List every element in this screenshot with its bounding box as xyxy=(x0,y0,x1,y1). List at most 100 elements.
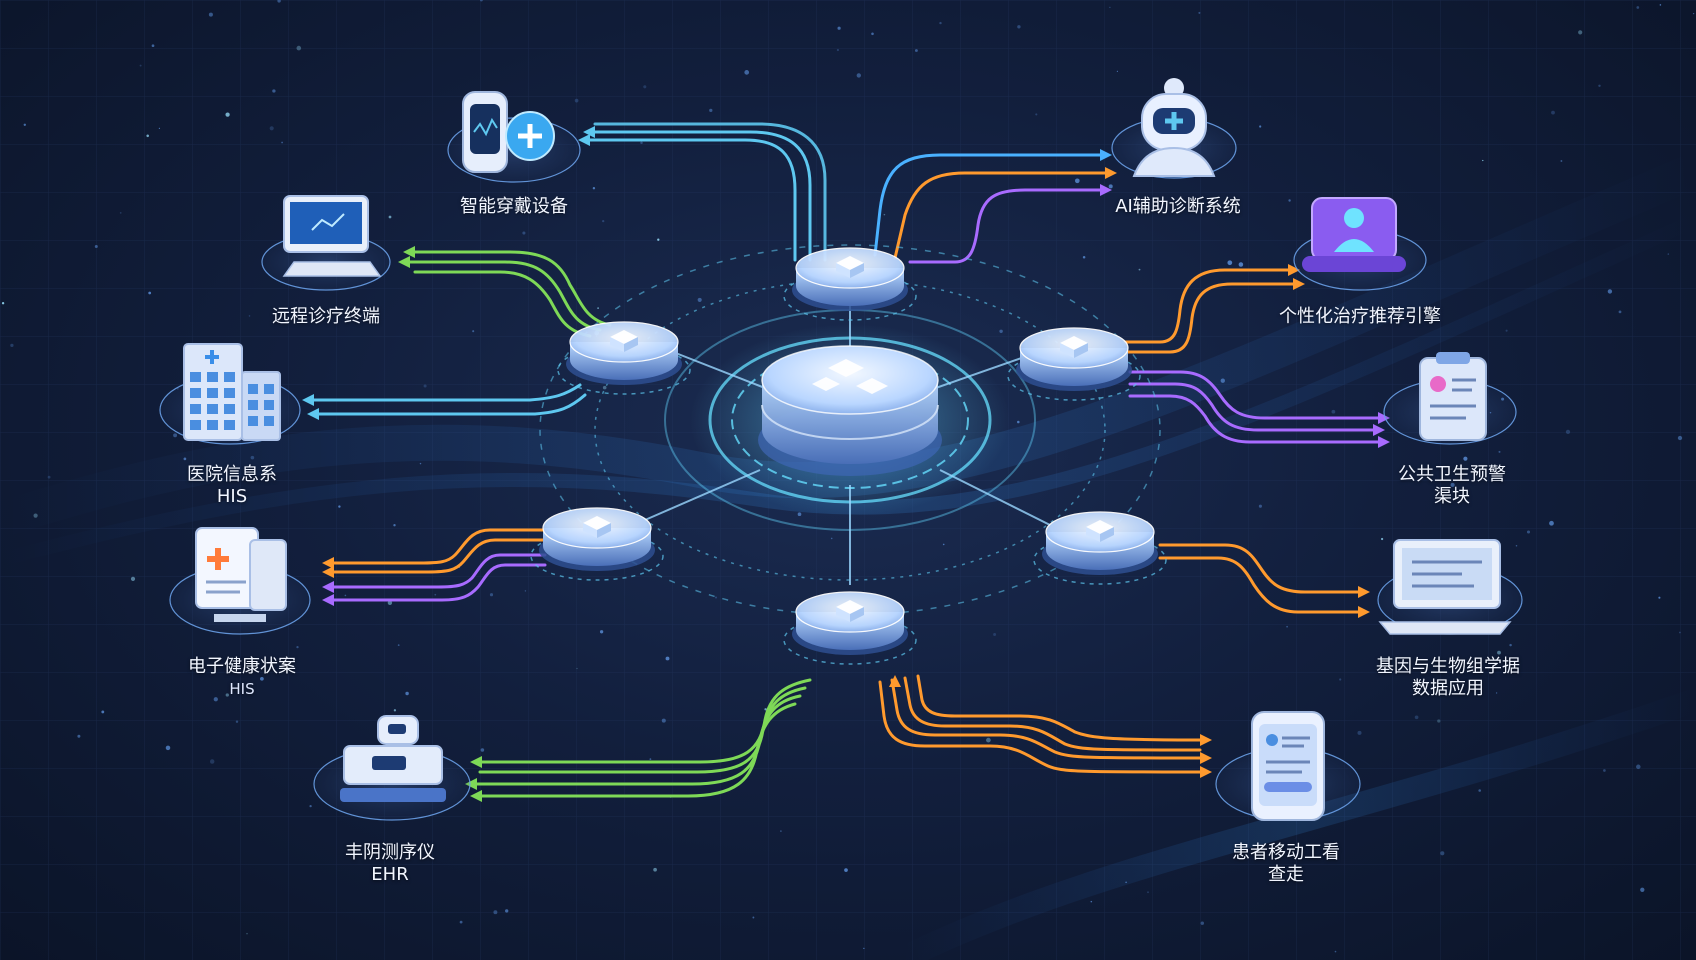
star-particle xyxy=(1636,6,1640,9)
arrows-genomics xyxy=(1358,586,1370,618)
star-particle xyxy=(1380,537,1384,541)
star-particle xyxy=(393,524,396,527)
star-particle xyxy=(77,734,81,738)
star-particle xyxy=(296,45,302,51)
satellite-upper-right xyxy=(1007,327,1141,401)
connections xyxy=(302,122,1390,802)
star-particle xyxy=(101,710,105,714)
hub-spokes xyxy=(644,300,1051,585)
star-particle xyxy=(33,513,38,518)
link-monitor-device xyxy=(473,678,812,798)
star-particle xyxy=(653,867,657,872)
star-particle xyxy=(1603,769,1606,772)
star-particle xyxy=(1658,596,1661,599)
star-particle xyxy=(1220,378,1225,383)
cube-icon xyxy=(1086,520,1114,542)
label-his: 医院信息系 HIS xyxy=(187,464,277,507)
star-particle xyxy=(844,868,848,872)
arrows-monitor-device xyxy=(465,756,482,802)
cube-icon xyxy=(836,600,864,622)
link-ai-diagnosis xyxy=(873,153,1107,264)
star-particle xyxy=(599,630,604,634)
star-particle xyxy=(1565,429,1571,435)
star-particle xyxy=(1505,329,1508,332)
star-particle xyxy=(640,141,643,145)
arrows-patient-app xyxy=(889,675,1212,778)
star-particle xyxy=(1082,255,1086,259)
star-particle xyxy=(1659,4,1662,6)
star-particle xyxy=(248,315,251,317)
star-particle xyxy=(130,576,136,582)
cube-icon xyxy=(583,516,611,538)
arrows-ehr xyxy=(322,557,334,606)
star-particle xyxy=(1498,450,1501,453)
label-wearable: 智能穿戴设备 xyxy=(460,196,568,217)
star-particle xyxy=(1259,125,1262,128)
star-particle xyxy=(1636,764,1641,770)
star-particle xyxy=(173,433,178,438)
star-particle xyxy=(419,462,422,465)
star-particle xyxy=(830,537,833,540)
label-public-health: 公共卫生预警 渠块 xyxy=(1398,464,1506,507)
robot-doctor-icon xyxy=(1111,78,1237,179)
label-personalized-engine: 个性化治疗推荐引擎 xyxy=(1279,306,1441,327)
star-particle xyxy=(1450,482,1455,487)
star-particle xyxy=(752,916,755,919)
star-particle xyxy=(47,475,51,479)
link-his xyxy=(308,383,587,416)
star-particle xyxy=(1551,110,1555,115)
medical-record-icon xyxy=(169,527,311,635)
star-particle xyxy=(1109,6,1111,9)
star-particle xyxy=(709,108,713,113)
star-particle xyxy=(1090,900,1093,903)
label-remote-terminal: 远程诊疗终端 xyxy=(272,306,380,327)
star-particle xyxy=(1482,159,1484,162)
star-particle xyxy=(602,219,605,223)
label-patient-app: 患者移动工看 查走 xyxy=(1232,842,1340,885)
star-particle xyxy=(1509,643,1512,647)
star-particle xyxy=(797,512,802,517)
person-screen-icon xyxy=(1293,197,1427,291)
satellite-top xyxy=(783,247,917,321)
star-particle xyxy=(1667,253,1670,255)
star-particle xyxy=(158,127,161,130)
satellite-upper-left xyxy=(557,321,691,395)
star-particle xyxy=(338,505,341,508)
star-particle xyxy=(423,384,427,388)
star-particle xyxy=(1286,625,1288,628)
star-particle xyxy=(661,718,666,723)
arrows-wearable xyxy=(578,126,595,146)
star-particle xyxy=(856,73,861,78)
star-particle xyxy=(388,215,392,219)
star-particle xyxy=(272,89,276,93)
star-particle xyxy=(1497,650,1501,655)
star-particle xyxy=(1200,921,1205,925)
star-particle xyxy=(1463,456,1468,461)
star-particle xyxy=(208,12,213,17)
star-particle xyxy=(489,593,494,597)
star-particle xyxy=(23,123,26,126)
star-particle xyxy=(1679,631,1681,634)
star-particle xyxy=(780,830,782,832)
star-particle xyxy=(260,676,264,681)
star-particle xyxy=(1238,262,1244,267)
star-particle xyxy=(459,920,463,924)
star-particle xyxy=(1125,881,1127,884)
star-particle xyxy=(209,759,215,764)
star-particle xyxy=(1598,84,1601,88)
star-particle xyxy=(1108,184,1113,189)
star-particle xyxy=(1017,420,1020,424)
star-particle xyxy=(1478,789,1481,792)
label-monitor-device: 丰阴测序仪 EHR xyxy=(345,842,435,885)
link-wearable xyxy=(583,122,827,262)
star-particle xyxy=(942,543,945,546)
cube-icon xyxy=(610,330,638,352)
star-particle xyxy=(1017,25,1021,29)
satellite-nodes xyxy=(530,247,1167,665)
star-particle xyxy=(1692,12,1695,15)
star-particle xyxy=(296,645,299,649)
star-particle xyxy=(146,134,149,138)
star-particle xyxy=(1640,887,1645,892)
star-particle xyxy=(493,910,498,915)
